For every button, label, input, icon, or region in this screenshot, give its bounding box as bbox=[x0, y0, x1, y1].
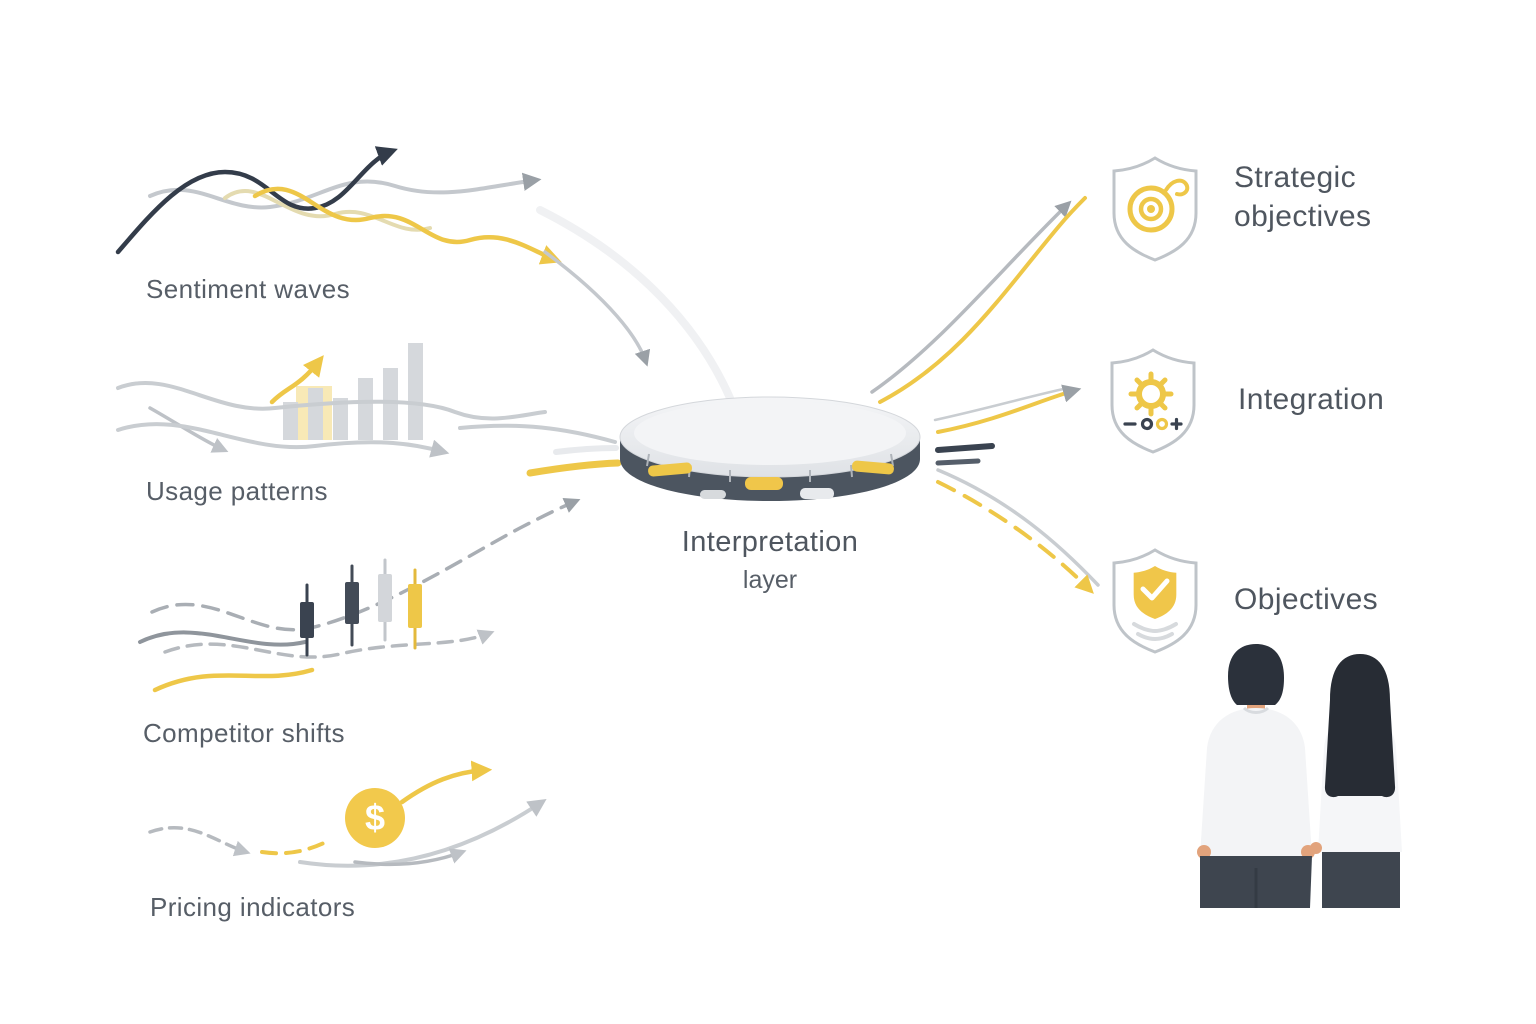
gear-shield-detail bbox=[1123, 417, 1183, 431]
usage-patterns-label: Usage patterns bbox=[146, 476, 328, 506]
competitor-shifts-label: Competitor shifts bbox=[143, 718, 345, 748]
sentiment-waves-label: Sentiment waves bbox=[146, 274, 350, 304]
wave-lines-icon bbox=[115, 146, 734, 402]
pricing-indicators-label: Pricing indicators bbox=[150, 892, 356, 922]
connector-to-integration bbox=[936, 384, 1082, 434]
output-connectors bbox=[870, 196, 1100, 594]
dollar-circle-icon: $ bbox=[148, 760, 547, 868]
person-woman bbox=[1310, 654, 1402, 908]
target-shield-icon bbox=[1112, 156, 1198, 262]
sentiment-to-center-connector bbox=[543, 250, 651, 367]
integration-label: Integration bbox=[1238, 383, 1385, 416]
connector-to-strategic bbox=[870, 200, 1072, 394]
connector-to-objectives bbox=[936, 480, 1094, 594]
person-man bbox=[1197, 644, 1315, 908]
usage-to-center-connector bbox=[458, 423, 617, 444]
people-illustration bbox=[1197, 644, 1402, 908]
gear-shield-icon bbox=[1110, 348, 1196, 454]
check-shield-icon bbox=[1112, 548, 1198, 654]
disk-band-dashes bbox=[648, 460, 894, 499]
interpretation-disk-icon bbox=[619, 396, 921, 501]
dollar-symbol: $ bbox=[365, 797, 385, 838]
competitor-to-center-connector bbox=[150, 498, 581, 632]
interpretation-layer-title: Interpretation bbox=[681, 526, 859, 558]
bar-chart-icon bbox=[116, 343, 622, 477]
interpretation-layer-subtitle: layer bbox=[742, 566, 798, 594]
strategic-objectives-label: Strategic objectives bbox=[1234, 161, 1372, 233]
objectives-label: Objectives bbox=[1234, 583, 1379, 616]
candlestick-icon bbox=[138, 498, 581, 693]
